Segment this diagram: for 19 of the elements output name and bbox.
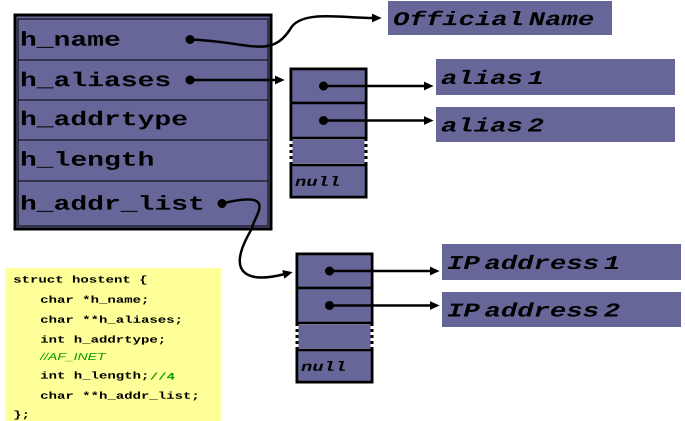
null-cell: null <box>290 164 368 198</box>
value-box: alias 1 <box>436 59 675 95</box>
array-cell <box>290 68 368 104</box>
value-box: alias 2 <box>436 107 675 142</box>
field-cell: h_addrtype <box>18 100 268 140</box>
field-cell: h_length <box>18 140 268 182</box>
null-cell: null <box>296 348 374 384</box>
field-cell: h_addr_list <box>18 180 268 226</box>
elided-cell <box>292 140 364 164</box>
array-cell <box>296 252 374 290</box>
elided-cell <box>298 324 370 348</box>
field-cell: h_aliases <box>18 60 268 100</box>
array-cell <box>296 286 374 324</box>
array-cell <box>290 102 368 140</box>
value-box: IP address 2 <box>442 292 681 327</box>
field-cell: h_name <box>18 18 268 60</box>
code-listing: struct hostent { char *h_name; char **h_aliases; int h_addrtype; //AF_INET int h_length; //4 char **h_addr_list; }; <box>5 268 221 421</box>
value-box: Official Name <box>388 1 612 35</box>
value-box: IP address 1 <box>442 244 681 280</box>
